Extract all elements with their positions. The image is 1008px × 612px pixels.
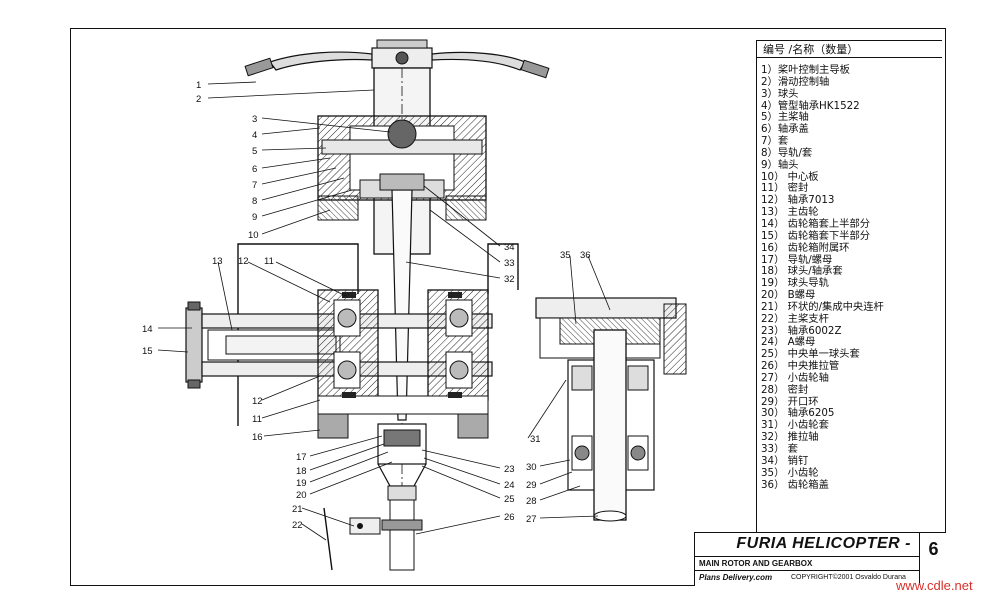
part-callout-label: 25 [504, 494, 515, 505]
part-callout-label: 1 [196, 80, 201, 91]
part-callout-label: 31 [530, 434, 541, 445]
legend-item: 30） 轴承6205 [761, 407, 835, 420]
part-callout-label: 24 [504, 480, 515, 491]
legend-item: 21） 环状的/集成中央连杆 [761, 300, 884, 313]
legend-item: 33） 套 [761, 443, 798, 455]
legend-item: 34） 销钉 [761, 454, 809, 467]
legend-item: 10） 中心板 [761, 170, 819, 183]
watermark-text: www.cdle.net [896, 578, 973, 593]
legend-divider [757, 57, 942, 58]
legend-item: 2）滑动控制轴 [761, 75, 830, 88]
leader-lines [157, 81, 611, 541]
legend-item: 32） 推拉轴 [761, 431, 819, 444]
part-callout-label: 35 [560, 250, 571, 261]
legend-item: 18） 球头/轴承套 [761, 265, 843, 278]
part-callout-label: 18 [296, 466, 307, 477]
legend-item: 4）管型轴承HK1522 [761, 99, 860, 112]
part-callout-label: 29 [526, 480, 537, 491]
part-callout-label: 14 [142, 324, 153, 335]
legend-item: 19） 球头导轨 [761, 277, 829, 290]
part-callout-label: 33 [504, 258, 515, 269]
legend-item: 9）轴头 [761, 158, 799, 171]
gearbox-housing [185, 289, 493, 439]
part-callout-label: 28 [526, 496, 537, 507]
legend-item: 16） 齿轮箱附属环 [761, 241, 850, 254]
part-callout-label: 10 [248, 230, 259, 241]
pinion-gearbox [535, 297, 687, 522]
legend-item: 8）导轨/套 [761, 146, 813, 159]
part-callout-label: 34 [504, 242, 515, 253]
legend-item: 28） 密封 [761, 383, 809, 396]
legend-item: 1）桨叶控制主导板 [761, 64, 850, 76]
part-callout-label: 15 [142, 346, 153, 357]
part-callout-label: 7 [252, 180, 257, 191]
legend-item: 17） 导轨/螺母 [761, 253, 833, 266]
part-callout-label: 9 [252, 212, 257, 223]
part-callout-label: 22 [292, 520, 303, 531]
drawing-sheet-frame [70, 28, 946, 586]
part-callout-label: 13 [212, 256, 223, 267]
legend-item: 13） 主齿轮 [761, 206, 819, 219]
part-callout-label: 30 [526, 462, 537, 473]
legend-item: 6）轴承盖 [761, 123, 809, 136]
copyright-text: COPYRIGHT©2001 Osvaldo Durana [791, 574, 906, 581]
legend-item: 29） 开口环 [761, 395, 819, 408]
legend-item: 14） 齿轮箱套上半部分 [761, 217, 871, 230]
part-callout-label: 36 [580, 250, 591, 261]
part-callout-label: 17 [296, 452, 307, 463]
legend-item: 24） A螺母 [761, 336, 816, 349]
legend-item: 11） 密封 [761, 182, 809, 195]
legend-item: 36） 齿轮箱盖 [761, 478, 829, 491]
sheet-number-box: 6 [919, 533, 947, 585]
legend-item: 20） B螺母 [761, 289, 816, 302]
part-callout-label: 2 [196, 94, 201, 105]
part-callout-label: 11 [252, 414, 262, 425]
title-block: FURIA HELICOPTER - MAIN ROTOR AND GEARBO… [694, 532, 946, 586]
legend-item: 7）套 [761, 135, 789, 148]
part-callout-label: 4 [252, 130, 257, 141]
sheet-number: 6 [928, 539, 939, 559]
title-block-main-row: FURIA HELICOPTER - [695, 533, 919, 557]
part-callout-label: 26 [504, 512, 515, 523]
part-callout-label: 12 [252, 396, 263, 407]
legend-item: 27） 小齿轮轴 [761, 371, 829, 384]
part-callout-label: 6 [252, 164, 257, 175]
part-callout-label: 12 [238, 256, 249, 267]
legend-item: 12） 轴承7013 [761, 194, 835, 207]
legend-item: 5）主桨轴 [761, 111, 809, 124]
title-block-divider [695, 570, 919, 571]
brand-name: Plans Delivery.com [699, 573, 773, 582]
legend-item: 3）球头 [761, 87, 799, 100]
legend-item: 22） 主桨支杆 [761, 312, 829, 325]
part-callout-label: 19 [296, 478, 307, 489]
legend-title: 编号 /名称（数量） [763, 43, 859, 56]
legend-item: 25） 中央单一球头套 [761, 348, 860, 361]
part-callout-label: 3 [252, 114, 257, 125]
part-callout-label: 8 [252, 196, 257, 207]
legend-item: 23） 轴承6002Z [761, 324, 842, 337]
part-callout-label: 20 [296, 490, 307, 501]
part-callout-label: 27 [526, 514, 537, 525]
legend-item: 26） 中央推拉管 [761, 360, 840, 373]
part-callout-label: 32 [504, 274, 515, 285]
part-callout-label: 5 [252, 146, 257, 157]
legend-item: 15） 齿轮箱套下半部分 [761, 229, 871, 242]
drawing-title: FURIA HELICOPTER - [736, 535, 911, 552]
part-callout-label: 11 [264, 256, 274, 267]
part-callout-label: 21 [292, 504, 303, 515]
part-callout-label: 16 [252, 432, 263, 443]
part-callout-label: 23 [504, 464, 515, 475]
legend-item: 31） 小齿轮套 [761, 419, 829, 432]
drawing-subtitle: MAIN ROTOR AND GEARBOX [699, 559, 813, 568]
lower-control-linkage [323, 423, 427, 571]
rotor-control-plate [244, 39, 550, 79]
legend-item: 35） 小齿轮 [761, 466, 819, 479]
